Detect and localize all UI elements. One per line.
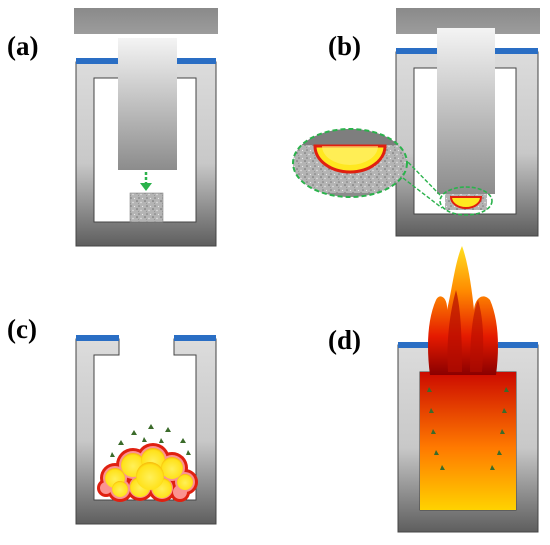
press-plate <box>74 8 218 34</box>
panel-d <box>397 246 539 533</box>
combustion-fill <box>420 372 516 510</box>
cap-right <box>174 335 216 341</box>
hot-spot-small <box>449 196 483 209</box>
cap-right <box>174 58 216 64</box>
panel-label-b: (b) <box>328 31 361 61</box>
panel-label-d: (d) <box>328 325 361 355</box>
cap-left <box>396 48 439 54</box>
flame-plume <box>428 246 498 375</box>
panel-c <box>75 335 217 525</box>
cap-left <box>76 58 119 64</box>
sample-block <box>129 192 164 223</box>
indenter-rod <box>118 38 177 170</box>
cap-left <box>76 335 119 341</box>
magnified-inset <box>292 128 408 198</box>
crucible-housing <box>75 338 217 525</box>
panel-label-c: (c) <box>7 314 37 344</box>
debris-particles <box>427 387 509 470</box>
zoom-target-ellipse <box>439 186 493 216</box>
panel-label-a: (a) <box>7 31 39 61</box>
cap-right <box>498 342 538 348</box>
cap-left <box>398 342 438 348</box>
zoom-connector-bottom <box>402 177 443 209</box>
reaction-cloud <box>97 443 198 502</box>
inset-border <box>292 128 408 198</box>
cap-right <box>494 48 538 54</box>
debris-particles <box>110 424 191 457</box>
down-arrow-head <box>140 183 152 191</box>
indenter-rod <box>437 28 495 194</box>
panel-a <box>74 8 218 247</box>
zoom-connector-top <box>403 157 441 196</box>
